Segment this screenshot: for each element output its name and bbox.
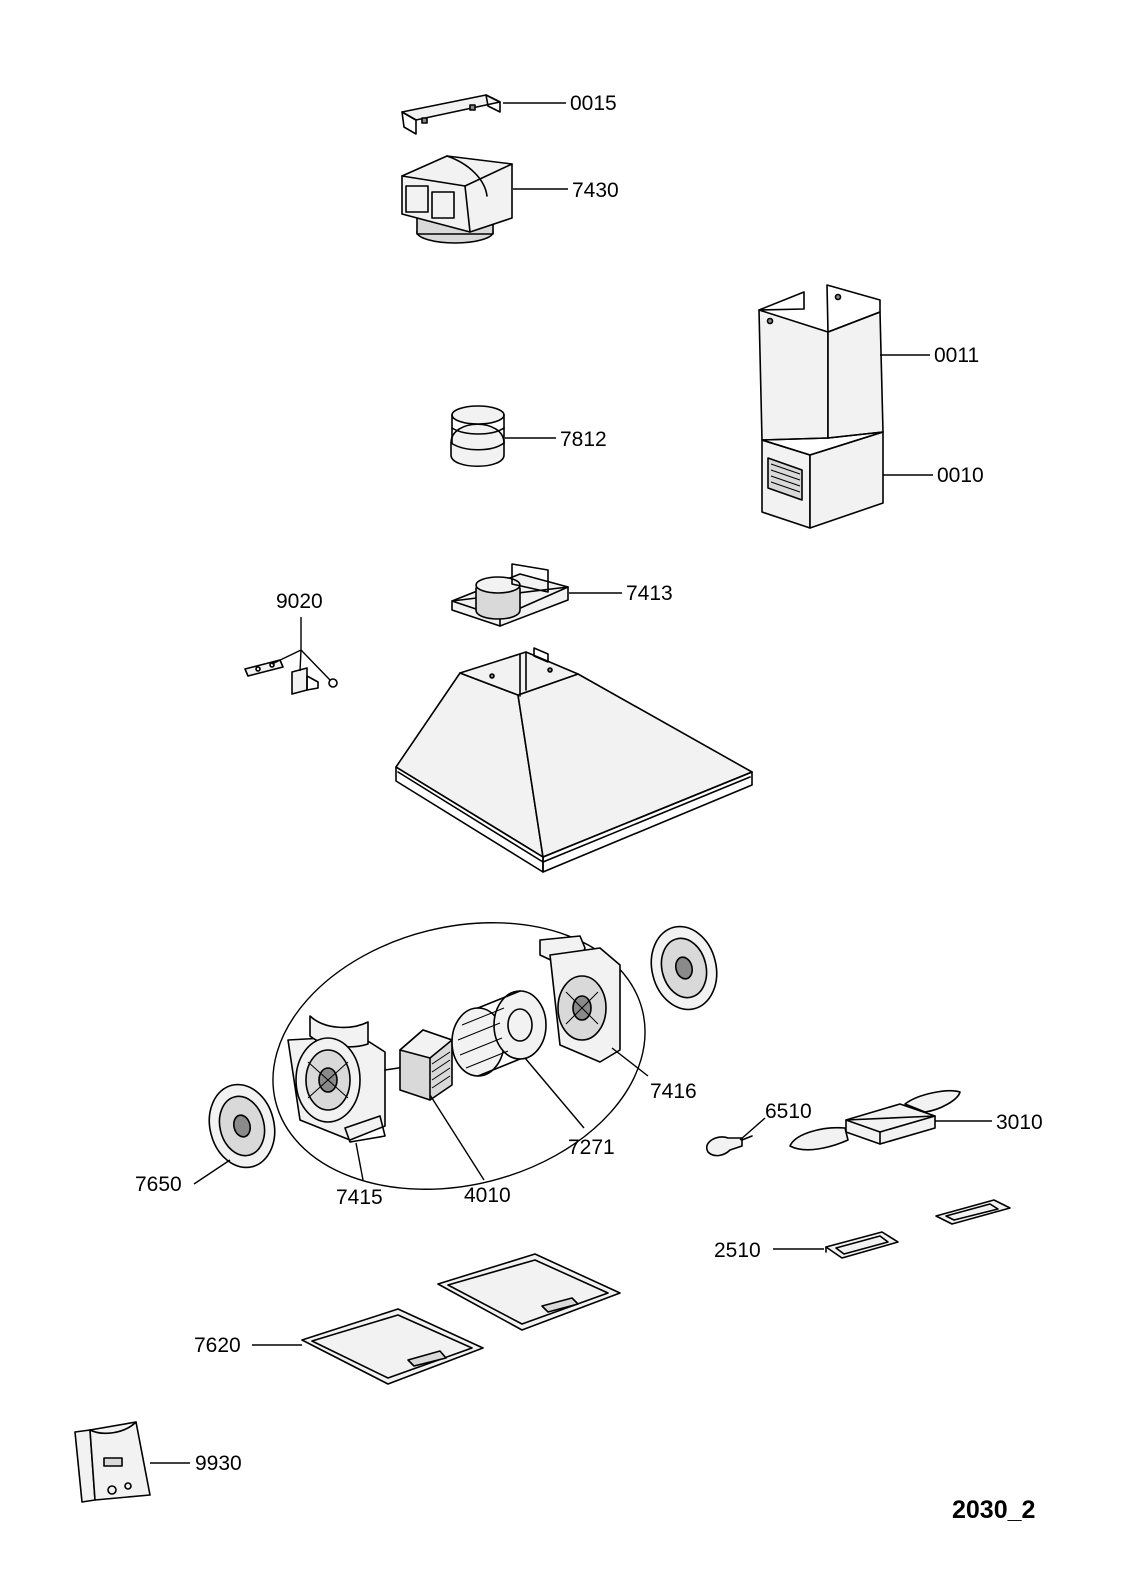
callout-7812: 7812 [560, 428, 607, 451]
callout-2510: 2510 [714, 1239, 761, 1262]
callout-0010: 0010 [937, 464, 984, 487]
leader-7271 [524, 1057, 585, 1129]
part-9930-documentation-bag [74, 1421, 151, 1503]
part-7416-motor-housing-right [539, 935, 621, 1063]
leader-7416 [611, 1047, 649, 1077]
part-3010-lamp-holder [789, 1089, 961, 1151]
motor-assembly-outline [272, 922, 646, 1190]
part-7812-ring-adapter [450, 405, 505, 468]
callout-7430: 7430 [572, 179, 619, 202]
part-7271-blower-wheel [451, 990, 547, 1077]
part-0011-chimney-upper [758, 284, 884, 441]
part-0010-chimney-lower [761, 431, 884, 529]
callout-0011: 0011 [934, 344, 979, 367]
callout-0015: 0015 [570, 92, 617, 115]
callout-7416: 7416 [650, 1080, 697, 1103]
leader-7415 [355, 1142, 364, 1181]
callout-9930: 9930 [195, 1452, 242, 1475]
callout-7271: 7271 [568, 1136, 615, 1159]
callout-6510: 6510 [765, 1100, 812, 1123]
part-0015-bracket [401, 94, 501, 135]
callout-9020: 9020 [276, 590, 323, 613]
callout-7620: 7620 [194, 1334, 241, 1357]
part-hood-canopy [395, 647, 753, 873]
callout-3010: 3010 [996, 1111, 1043, 1134]
part-9020-hardware-kit [244, 659, 338, 695]
part-grease-filter-back [437, 1253, 621, 1331]
callout-7650: 7650 [135, 1173, 182, 1196]
chimney-vent-grille [767, 457, 803, 501]
part-7413-motor-mounting-plate [451, 563, 569, 627]
part-6510-lamp-bulb [705, 1135, 753, 1157]
sheet-id: 2030_2 [952, 1496, 1035, 1524]
callout-7415: 7415 [336, 1186, 383, 1209]
part-lamp-cover-second [935, 1199, 1011, 1225]
leader-9020-c [300, 649, 331, 681]
leader-4010 [429, 1094, 485, 1181]
leader-7650 [193, 1159, 231, 1185]
callout-4010: 4010 [464, 1184, 511, 1207]
leader-9020-a [271, 649, 302, 665]
part-7415-motor-housing-left [287, 1015, 386, 1143]
part-7650-filter-ring [208, 1083, 276, 1169]
leader-9020-b [299, 649, 302, 672]
part-7430-air-outlet [401, 155, 513, 244]
part-filter-ring-right [650, 925, 718, 1011]
leader-6510 [739, 1117, 766, 1141]
part-7620-grease-filter [301, 1308, 484, 1385]
part-4010-motor [384, 1029, 453, 1101]
callout-7413: 7413 [626, 582, 673, 605]
part-2510-lamp-cover [825, 1231, 899, 1259]
